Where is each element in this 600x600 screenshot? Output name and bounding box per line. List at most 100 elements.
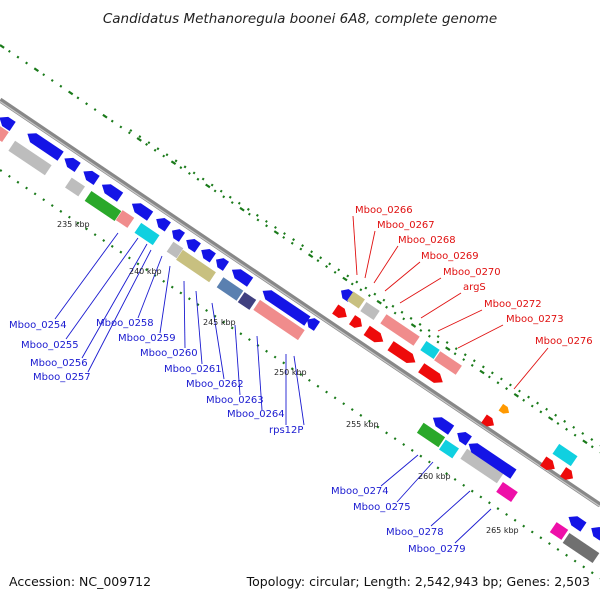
leader-line-rev-12: [293, 355, 305, 426]
gc-dot-45: [385, 305, 389, 309]
gene-features: [0, 116, 600, 563]
gc-dot-100: [247, 338, 251, 342]
gc-dot-19: [162, 154, 166, 158]
gc-dot-2: [16, 55, 20, 59]
gc-dot-54: [462, 358, 466, 362]
label-mboo-0278: Mboo_0278: [386, 527, 444, 538]
label-leader-lines: [54, 215, 549, 544]
leader-line-rev-5: [159, 265, 171, 334]
label-mboo-0279: Mboo_0279: [408, 544, 466, 555]
gc-dot-90: [162, 279, 166, 283]
leader-line-rev-16: [454, 508, 492, 544]
gene-glyph-14: [307, 318, 320, 331]
gc-dot-129: [496, 507, 500, 511]
gene-glyph-34: [552, 443, 578, 467]
gc-dot-190: [563, 419, 567, 423]
gc-dot-62: [530, 404, 534, 408]
label-mboo-0267: Mboo_0267: [377, 220, 435, 231]
label-mboo-0263: Mboo_0263: [206, 395, 264, 406]
gc-dot-191: [572, 425, 576, 429]
gene-glyph-51: [540, 456, 555, 470]
gene-glyph-35: [549, 522, 569, 540]
gc-dot-23: [196, 177, 200, 181]
gc-dot-186: [527, 395, 531, 399]
gc-dot-69: [590, 445, 594, 449]
gene-glyph-3: [64, 157, 81, 172]
gc-dot-71: [0, 169, 3, 173]
leader-line-rev-6: [183, 280, 186, 349]
gc-dot-64: [547, 416, 554, 421]
gc-dot-140: [590, 571, 594, 575]
gc-dot-21: [179, 166, 183, 170]
gc-dot-149: [192, 171, 196, 175]
leader-line-rev-3: [87, 249, 152, 373]
gc-dot-3: [25, 61, 29, 65]
gc-dot-135: [547, 542, 551, 546]
label-mboo-0261: Mboo_0261: [164, 364, 222, 375]
gc-dot-150: [201, 177, 205, 181]
gc-dot-159: [283, 232, 286, 236]
gc-dot-125: [462, 483, 466, 487]
gc-content-dots: [0, 44, 600, 580]
gc-dot-86: [127, 256, 131, 260]
backbone-line: [0, 97, 600, 508]
gc-dot-84: [110, 244, 114, 248]
gene-glyph-37: [568, 516, 587, 532]
leader-line-fwd-2: [373, 245, 399, 284]
gc-dot-53: [453, 352, 457, 356]
leader-line-fwd-8: [513, 347, 549, 390]
map-title: Candidatus Methanoregula boonei 6A8, com…: [103, 11, 497, 27]
gc-dot-128: [487, 501, 491, 505]
gene-glyph-44: [332, 304, 347, 318]
gc-dot-98: [230, 326, 234, 330]
gc-dot-14: [119, 125, 123, 129]
gc-dot-76: [42, 198, 46, 202]
gc-dot-121: [427, 460, 431, 464]
label-mboo-0270: Mboo_0270: [443, 267, 501, 278]
gc-dot-105: [290, 367, 294, 371]
backbone-highlight: [0, 101, 600, 507]
gc-dot-59: [505, 387, 509, 391]
gene-glyph-38: [591, 527, 600, 541]
gc-dot-24: [205, 183, 211, 189]
gc-dot-17: [145, 142, 149, 146]
gc-dot-175: [427, 328, 431, 332]
gc-dot-91: [170, 285, 174, 289]
gc-dot-10: [85, 102, 89, 106]
gc-dot-28: [239, 206, 245, 212]
gc-dot-9: [76, 96, 80, 100]
gene-glyph-23: [216, 277, 244, 301]
tick-250-kbp: 250 kbp: [274, 368, 307, 377]
gene-glyph-24: [237, 292, 257, 310]
gc-dot-12: [102, 113, 108, 119]
gene-glyph-31: [460, 448, 504, 484]
gc-dot-30: [256, 218, 260, 222]
gc-dot-95: [205, 308, 208, 312]
gene-glyph-32: [496, 482, 518, 502]
gene-glyph-16: [8, 140, 52, 176]
gene-glyph-26: [341, 289, 354, 302]
gene-glyph-45: [349, 315, 362, 328]
gc-dot-55: [470, 363, 474, 367]
gene-glyph-6: [131, 203, 154, 221]
label-mboo-0260: Mboo_0260: [140, 348, 198, 359]
gc-dot-136: [556, 547, 560, 551]
tick-255-kbp: 255 kbp: [346, 420, 379, 429]
gc-dot-26: [222, 195, 226, 199]
gc-dot-185: [518, 389, 521, 393]
gc-dot-52: [445, 346, 451, 352]
gc-dot-68: [582, 439, 588, 445]
gene-glyph-15: [0, 126, 9, 142]
gc-dot-34: [290, 241, 294, 245]
gene-glyph-42: [420, 341, 440, 359]
gc-dot-193: [590, 438, 594, 441]
gc-dot-123: [445, 472, 448, 476]
gc-dot-181: [481, 365, 485, 369]
gene-glyph-22: [176, 249, 216, 283]
gc-dot-1: [7, 49, 11, 53]
gc-dot-56: [479, 369, 485, 375]
label-mboo-0274: Mboo_0274: [331, 486, 389, 497]
gc-dot-61: [522, 398, 526, 402]
gene-glyph-28: [457, 432, 472, 446]
